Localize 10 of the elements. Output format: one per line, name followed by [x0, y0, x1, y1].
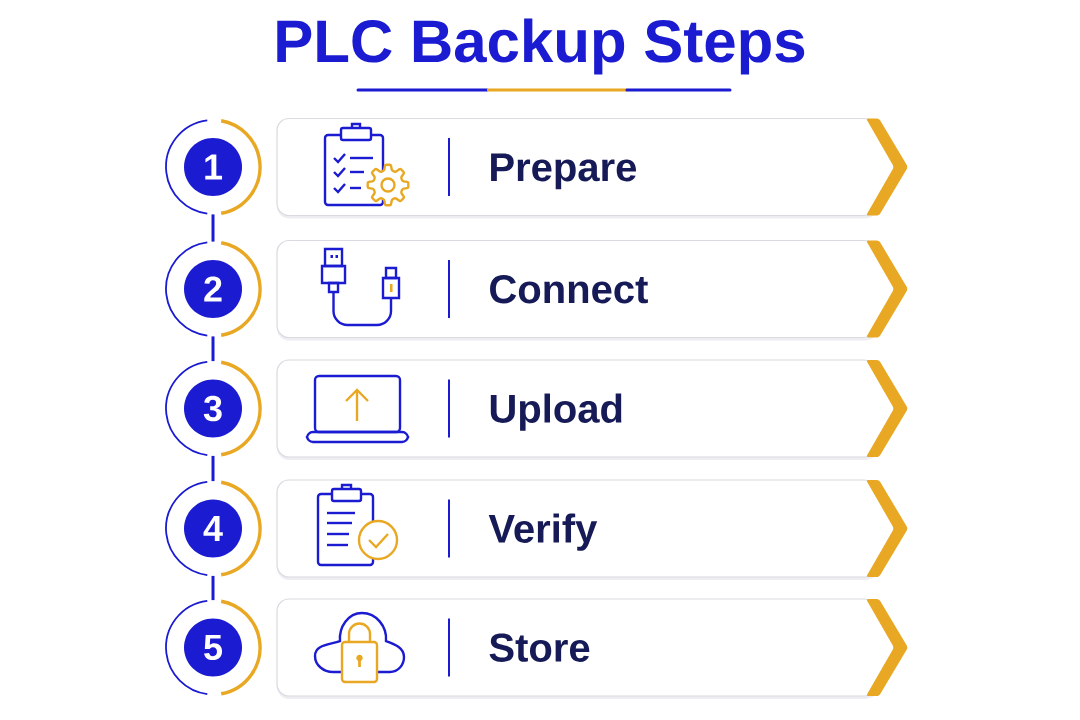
step-box: Upload — [276, 359, 908, 460]
connector-line — [211, 575, 215, 601]
connector-line — [211, 455, 215, 482]
step-box: Connect — [276, 239, 908, 341]
step-box: Prepare — [276, 117, 908, 219]
step-box: Verify — [276, 479, 908, 580]
connector-line — [211, 214, 215, 242]
connector-line — [211, 336, 215, 362]
title: PLC Backup Steps — [277, 18, 805, 75]
step-box: Store — [276, 598, 908, 699]
